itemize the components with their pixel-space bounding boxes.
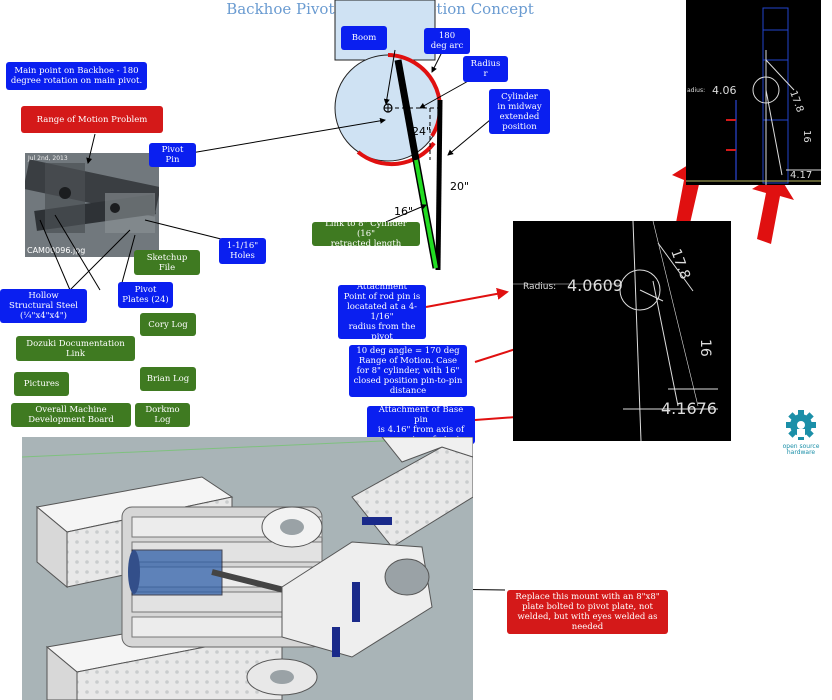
svg-text:4.17: 4.17 [790, 170, 812, 181]
pivot-pin-label: Pivot Pin [149, 143, 196, 167]
cylinder-midway-label: Cylinder in midway extended position [489, 89, 550, 134]
sketchup-render [22, 437, 473, 700]
cad-small: adius: 4.06 17.8 16 4.17 [686, 0, 821, 185]
angle-note-label: 10 deg angle = 170 deg Range of Motion. … [349, 345, 467, 397]
photo-date: Jul 2nd, 2013 [28, 155, 68, 162]
svg-text:17.8: 17.8 [787, 89, 805, 114]
cylinder-rod [435, 99, 443, 271]
big-arrow-right [752, 174, 794, 244]
logo-line2: hardware [787, 449, 816, 456]
boom-label: Boom [341, 26, 387, 50]
svg-text:17.8: 17.8 [667, 247, 693, 282]
radius-label: Radius r [463, 56, 508, 82]
svg-text:4.1676: 4.1676 [661, 399, 717, 418]
pivot-plates-label: Pivot Plates (24) [118, 282, 173, 308]
dim-20: 20" [450, 180, 469, 193]
arc-180-label: 180 deg arc [424, 28, 470, 54]
range-problem-label: Range of Motion Problem [21, 106, 163, 133]
link-green [414, 159, 438, 269]
link-8-label: Link to 8" Cylinder (16" retracted lengt… [312, 219, 420, 249]
svg-text:Radius:: Radius: [523, 282, 556, 292]
photo-filename: CAM00096.jpg [27, 246, 86, 255]
attach-rod-label: Specific Attachment Point of rod pin is … [338, 272, 426, 352]
svg-text:4.0609: 4.0609 [567, 276, 623, 295]
svg-text:adius:: adius: [687, 87, 705, 94]
main-point-label: Main point on Backhoe - 180 degree rotat… [6, 62, 147, 90]
dozuki-link[interactable]: Dozuki Documentation Link [16, 336, 135, 361]
dim-16: 16" [394, 205, 413, 218]
pictures-link[interactable]: Pictures [14, 372, 69, 396]
svg-text:16: 16 [697, 339, 713, 357]
svg-text:16: 16 [801, 130, 812, 143]
brian-log-link[interactable]: Brian Log [140, 367, 196, 391]
cory-log-link[interactable]: Cory Log [140, 313, 196, 336]
cad-large: Radius: 4.0609 17.8 16 4.1676 [513, 221, 731, 441]
arc-bottom-red [356, 141, 436, 167]
sketchup-link[interactable]: Sketchup File [134, 250, 200, 275]
hss-label: Hollow Structural Steel (¼"x4"x4") [0, 289, 87, 323]
svg-text:4.06: 4.06 [712, 84, 737, 97]
dim-24: 24" [412, 125, 431, 138]
overall-board-link[interactable]: Overall Machine Development Board [11, 403, 131, 427]
backhoe-photo: Jul 2nd, 2013 CAM00096.jpg [25, 153, 159, 257]
holes-label: 1-1/16" Holes [219, 238, 266, 264]
boom-arm [394, 59, 420, 161]
logo-line1: open source [783, 443, 820, 450]
replace-mount-label: Replace this mount with an 8"x8" plate b… [507, 590, 668, 634]
open-source-hardware-logo: open source hardware [783, 410, 820, 456]
dorkmo-log-link[interactable]: Dorkmo Log [135, 403, 190, 427]
